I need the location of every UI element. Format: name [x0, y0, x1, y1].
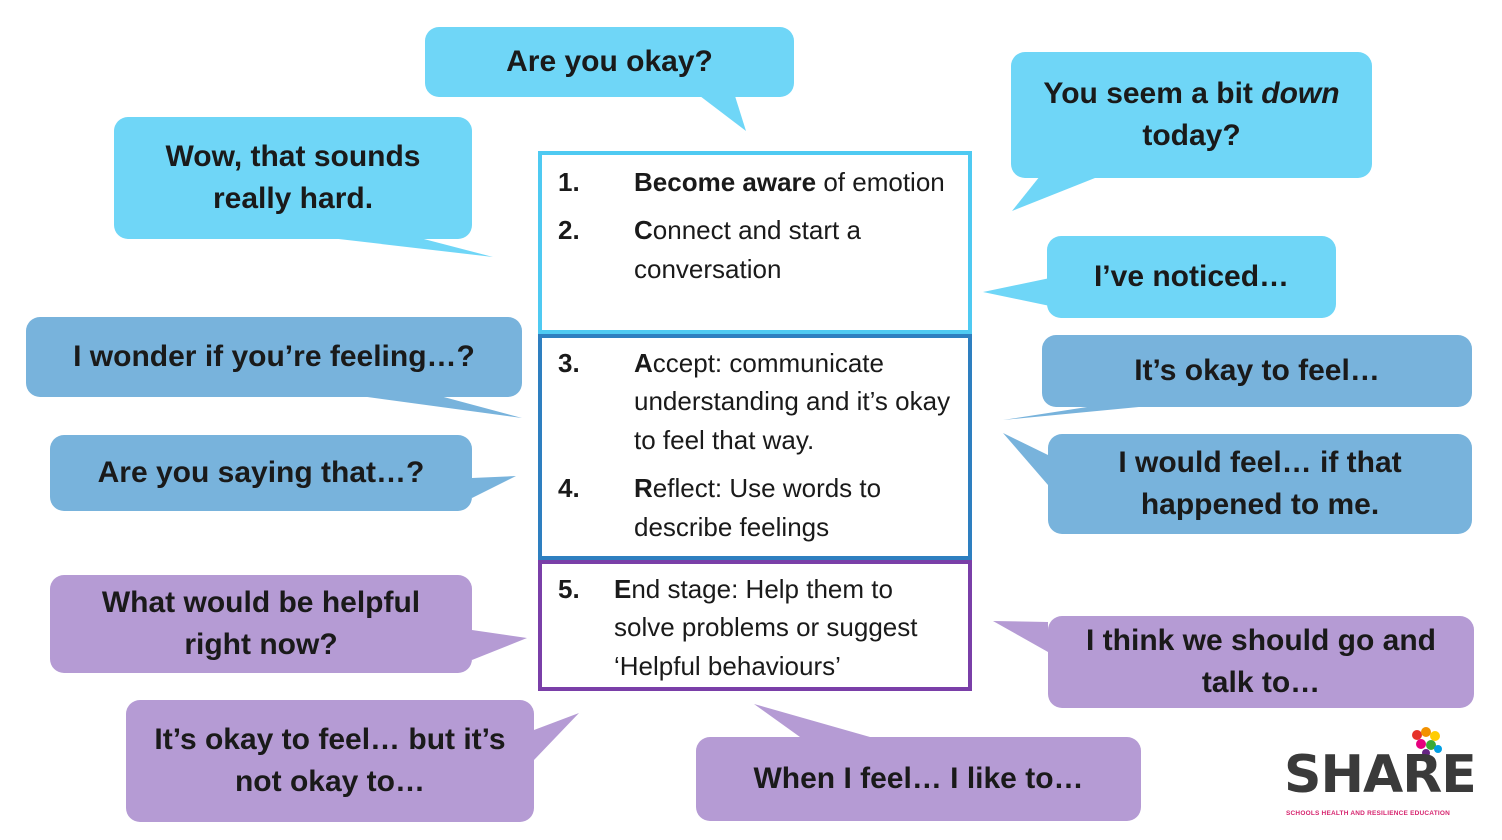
step-text: Reflect: Use words to describe feelings [634, 473, 882, 542]
step-3: 3. Accept: communicate understanding and… [558, 344, 958, 459]
tail-go-talk [993, 621, 1048, 652]
bubble-text-line-2: really hard. [212, 182, 374, 215]
tail-okay-to-feel [1003, 405, 1160, 420]
bubble-when-i-feel: When I feel… I like to… [696, 737, 1141, 821]
step-number: 4. [558, 473, 580, 504]
bubble-ive-noticed: I’ve noticed… [1047, 236, 1336, 318]
logo-dots-icon [1412, 727, 1442, 757]
bubble-text-line-1: I would feel… if that [1118, 446, 1402, 479]
step-1: 1. Become aware of emotion [558, 163, 958, 201]
bubble-text: Are you okay? [506, 45, 713, 78]
bubble-text-line-2: happened to me. [1140, 488, 1380, 521]
tail-okay-but-not [534, 713, 579, 760]
steps-box-connect: 1. Become aware of emotion 2. Connect an… [538, 151, 972, 334]
steps-box-end-stage: 5. End stage: Help them to solve problem… [538, 560, 972, 691]
step-number: 1. [558, 167, 580, 197]
tail-i-would-feel [1003, 433, 1048, 485]
bubble-text: I wonder if you’re feeling…? [73, 340, 475, 373]
step-number: 5. [558, 574, 580, 604]
bubble-text-line-2: today? [1142, 119, 1241, 152]
logo-tagline: SCHOOLS HEALTH AND RESILIENCE EDUCATION [1286, 810, 1451, 817]
step-text: Connect and start a conversation [634, 215, 861, 284]
bubble-okay-but-not: It’s okay to feel… but it’s not okay to… [126, 700, 534, 822]
bubble-i-would-feel: I would feel… if that happened to me. [1048, 434, 1472, 534]
step-text: Accept: communicate understanding and it… [634, 348, 951, 455]
step-number: 3. [558, 348, 580, 378]
bubble-text-line-1: What would be helpful [101, 586, 421, 619]
tail-what-helpful [472, 630, 527, 660]
step-2: 2. Connect and start a conversation [558, 211, 958, 288]
step-text: End stage: Help them to solve problems o… [614, 574, 918, 681]
step-number: 2. [558, 215, 580, 246]
bubble-wow-hard: Wow, that sounds really hard. [114, 117, 472, 239]
bubble-text-line-1: It’s okay to feel… but it’s [154, 723, 506, 756]
bubble-text-line-1: You seem a bit down [1043, 77, 1340, 110]
bubble-text: It’s okay to feel… [1134, 354, 1380, 387]
bubble-i-wonder: I wonder if you’re feeling…? [26, 317, 522, 397]
tail-wow-hard [330, 238, 493, 257]
step-4: 4. Reflect: Use words to describe feelin… [558, 469, 958, 546]
share-logo: SHARE SCHOOLS HEALTH AND RESILIENCE EDUC… [1284, 727, 1477, 825]
tail-are-you-saying [472, 476, 516, 498]
bubble-are-you-okay: Are you okay? [425, 27, 794, 97]
tail-are-you-okay [700, 96, 746, 131]
bubble-okay-to-feel: It’s okay to feel… [1042, 335, 1472, 407]
logo-word: SHARE [1284, 745, 1477, 805]
bubble-text-line-2: not okay to… [234, 765, 425, 798]
bubble-are-you-saying: Are you saying that…? [50, 435, 472, 511]
tail-you-seem-down [1012, 176, 1100, 211]
bubble-you-seem-down: You seem a bit down today? [1011, 52, 1372, 178]
bubble-text: When I feel… I like to… [753, 762, 1084, 795]
tail-ive-noticed [983, 278, 1050, 306]
step-5: 5. End stage: Help them to solve problem… [558, 570, 958, 685]
bubble-go-talk: I think we should go and talk to… [1048, 616, 1474, 708]
bubble-text-line-2: talk to… [1201, 666, 1321, 699]
bubble-what-helpful: What would be helpful right now? [50, 575, 472, 673]
bubble-text-line-2: right now? [184, 628, 338, 661]
steps-box-accept-reflect: 3. Accept: communicate understanding and… [538, 334, 972, 560]
bubble-text: I’ve noticed… [1093, 260, 1290, 293]
tail-when-i-feel [754, 704, 870, 737]
bubble-text-line-1: Wow, that sounds [165, 140, 421, 173]
tail-i-wonder [360, 396, 522, 418]
step-text: Become aware of emotion [634, 167, 945, 197]
bubble-text: Are you saying that…? [97, 456, 425, 489]
bubble-text-line-1: I think we should go and [1086, 624, 1436, 657]
